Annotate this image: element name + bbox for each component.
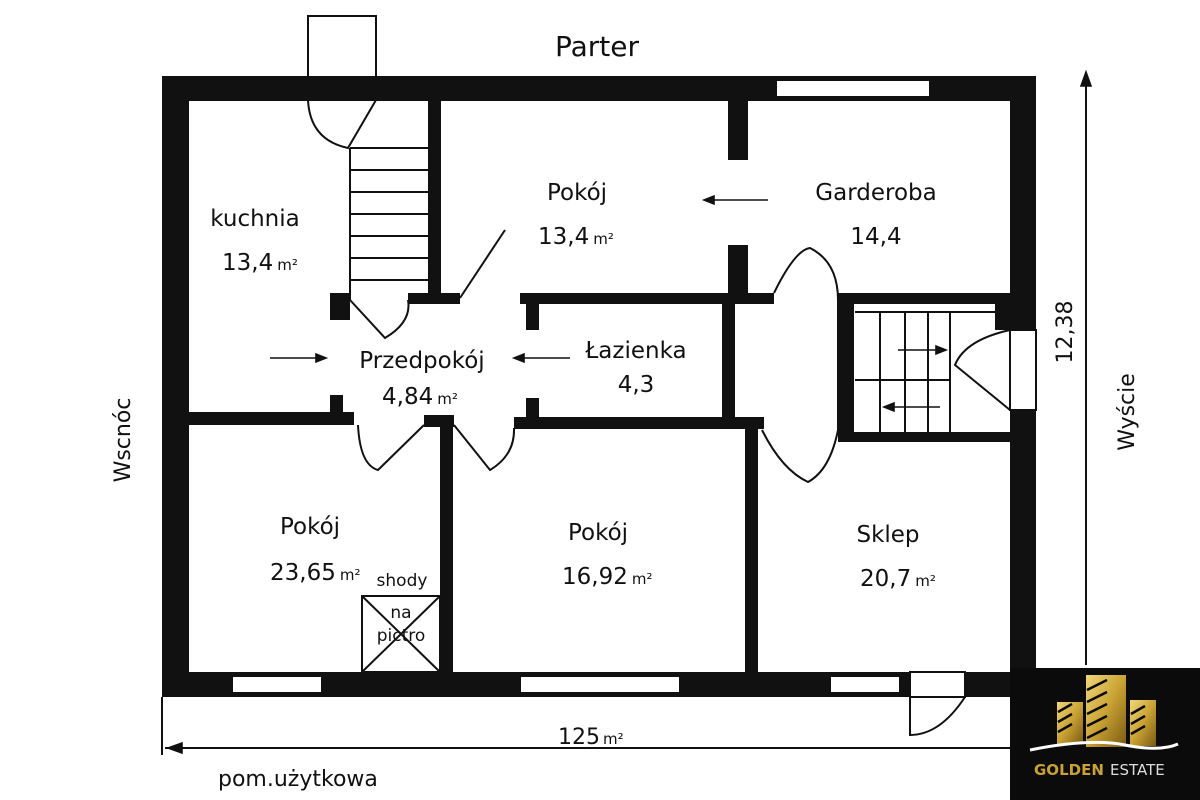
room-name-garderoba: Garderoba xyxy=(815,180,936,206)
room-area-garderoba: 14,4 xyxy=(850,224,901,250)
side-label-right: Wyście xyxy=(1115,373,1140,451)
golden-estate-logo: GOLDEN ESTATE xyxy=(1010,668,1200,800)
room-name-sklep: Sklep xyxy=(856,522,919,548)
side-label-left: Wscnóc xyxy=(111,398,136,483)
usable-area-label: pom.użytkowa xyxy=(218,767,378,792)
stairs-note-2: na xyxy=(390,603,411,623)
floor-title: Parter xyxy=(555,30,640,63)
height-dimension: 12,38 xyxy=(1053,301,1078,364)
stairs-note-3: pictro xyxy=(377,626,426,646)
room-area-lazienka: 4,3 xyxy=(618,372,655,398)
room-name-lazienka: Łazienka xyxy=(584,338,686,364)
room-name-kuchnia: kuchnia xyxy=(210,206,299,232)
room-name-przedpokoj: Przedpokój xyxy=(359,348,484,374)
arrows xyxy=(165,69,1093,755)
room-name-pokoj-left: Pokój xyxy=(280,514,340,540)
room-name-pokoj-top: Pokój xyxy=(547,180,607,206)
windows xyxy=(231,79,1037,698)
logo-text-bold: GOLDEN xyxy=(1034,761,1104,779)
logo-text-light: ESTATE xyxy=(1110,761,1165,779)
stairs-note-1: shody xyxy=(377,571,428,591)
room-name-pokoj-middle: Pokój xyxy=(568,520,628,546)
doors-and-stairs xyxy=(161,76,1087,755)
